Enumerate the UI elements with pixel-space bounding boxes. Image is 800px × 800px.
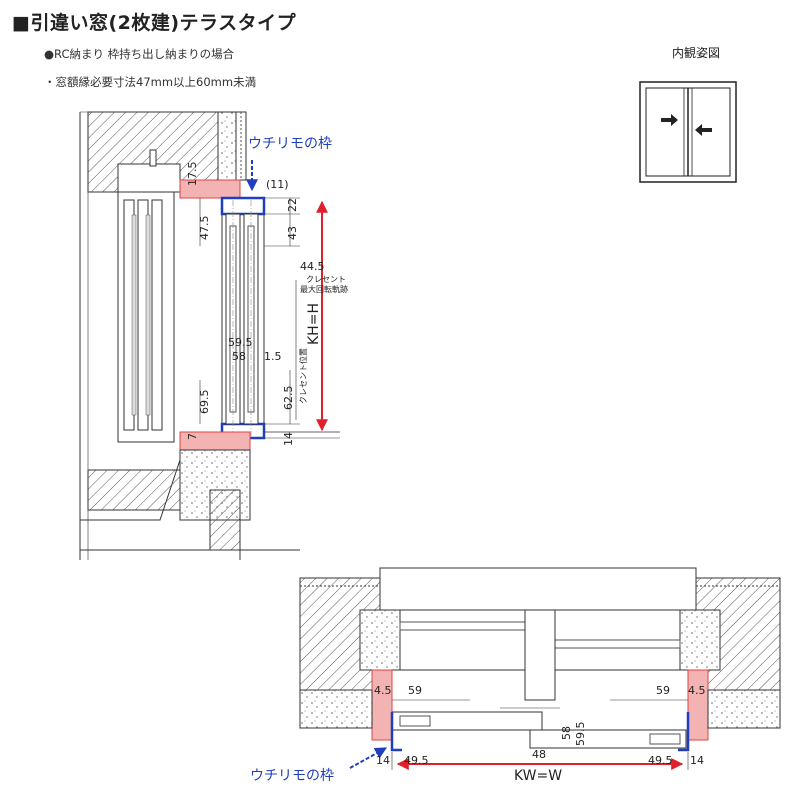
plan-dim-left-4-5: 4.5: [374, 684, 392, 697]
plan-dim-left-59: 59: [408, 684, 422, 697]
crescent-trace-1: クレセント: [306, 275, 346, 284]
dim-47-5: 47.5: [198, 216, 211, 241]
inner-view-elevation: [639, 81, 737, 183]
page-title: ■引違い窓(2枚建)テラスタイプ: [12, 12, 297, 34]
dim-62-5: 62.5: [282, 386, 295, 411]
dim-17-5: 17.5: [186, 162, 199, 187]
dim-7: 7: [186, 433, 199, 440]
dim-58: 58: [232, 350, 246, 363]
plan-dim-kw: KW=W: [514, 768, 562, 784]
plan-dim-right-59: 59: [656, 684, 670, 697]
dim-44-5: 44.5: [300, 260, 325, 273]
plan-dim-59-5: 59.5: [574, 722, 587, 747]
arrow-right-icon: [661, 114, 678, 126]
arrow-left-icon: [695, 124, 712, 136]
plan-dim-left-14: 14: [376, 754, 390, 767]
dim-22: 22: [286, 198, 299, 212]
plan-dim-right-4-5: 4.5: [688, 684, 706, 697]
dim-kh: KH=H: [306, 303, 322, 345]
vertical-section: ウチリモの枠 (11) 17.5 22 43 47.5 44.5 クレセント 最…: [79, 111, 348, 560]
note-rc-detail: ●RC納まり 枠持ち出し納まりの場合: [44, 47, 235, 61]
inner-view-label: 内観姿図: [672, 46, 721, 60]
dim-69-5: 69.5: [198, 390, 211, 415]
plan-dim-right-14: 14: [690, 754, 704, 767]
plan-dim-left-49-5: 49.5: [404, 754, 429, 767]
dim-11: (11): [266, 178, 289, 191]
plan-dim-48: 48: [532, 748, 546, 761]
crescent-trace-2: 最大回転軌跡: [300, 284, 348, 294]
note-casing-dimension: ・窓額縁必要寸法47mm以上60mm未満: [44, 75, 257, 89]
plan-dim-58: 58: [560, 726, 573, 740]
plan-dim-right-49-5: 49.5: [648, 754, 673, 767]
dim-14: 14: [282, 432, 295, 446]
dim-1-5: 1.5: [264, 350, 282, 363]
frame-label-section: ウチリモの枠: [248, 136, 332, 152]
horizontal-plan: 4.5 4.5 59 59 48 58 59.5 14 14 49.5 49.5…: [250, 567, 781, 784]
dim-43: 43: [286, 226, 299, 240]
frame-label-plan: ウチリモの枠: [250, 768, 334, 784]
crescent-position: クレセント位置: [298, 348, 308, 404]
dim-59-5: 59.5: [228, 336, 253, 349]
